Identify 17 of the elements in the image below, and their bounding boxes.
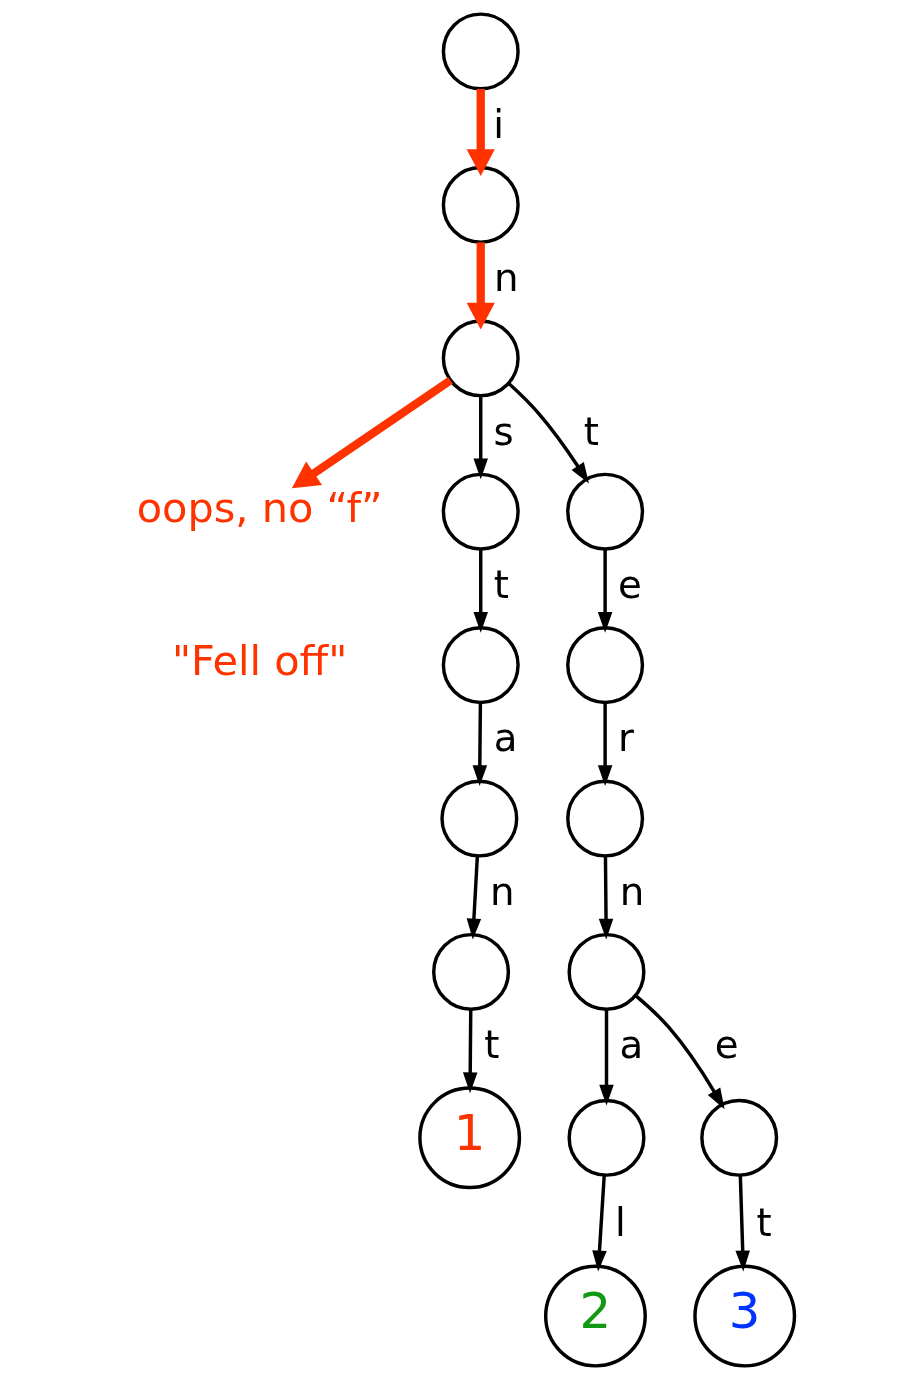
edge-label: t bbox=[493, 561, 509, 607]
edge-label: n bbox=[619, 868, 644, 914]
edge-label: n bbox=[493, 255, 519, 301]
edge-label: e bbox=[714, 1022, 739, 1068]
edge-label: r bbox=[617, 715, 634, 761]
label: "Fell off" bbox=[171, 637, 347, 686]
node-text: oops, no “f” bbox=[136, 484, 383, 533]
edge-label: n bbox=[489, 868, 514, 914]
edge-label: l bbox=[614, 1200, 626, 1246]
edge-label: t bbox=[755, 1200, 772, 1246]
edge-label: t bbox=[483, 1022, 499, 1068]
edge-label: e bbox=[617, 561, 642, 607]
edge-label: a bbox=[493, 715, 517, 761]
edge-label: a bbox=[619, 1022, 643, 1068]
edge-label: i bbox=[492, 101, 504, 147]
edge-label: s bbox=[492, 408, 514, 454]
edge-label: t bbox=[583, 408, 599, 454]
